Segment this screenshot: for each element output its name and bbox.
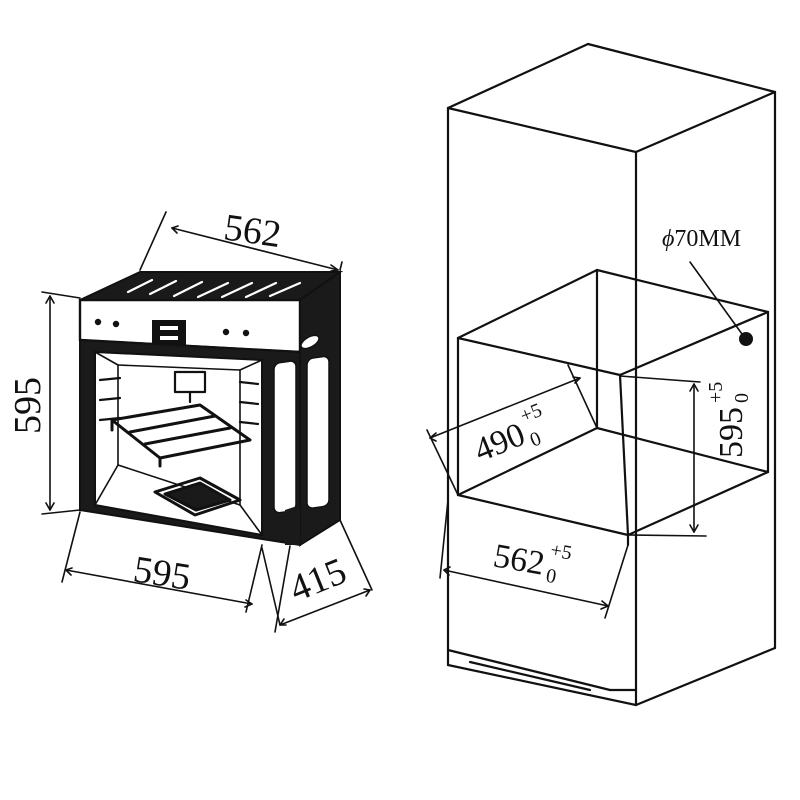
oven-height-label: 595 xyxy=(7,377,49,434)
svg-text:490: 490 xyxy=(469,416,530,469)
hole-diameter-label: ϕ70MM xyxy=(662,226,741,252)
cabinet-depth-label: 490 +5 0 xyxy=(469,399,545,469)
cabinet-dimension-lines xyxy=(426,261,743,619)
oven-knobs xyxy=(94,318,250,337)
svg-text:0: 0 xyxy=(527,427,545,451)
oven-top-panel xyxy=(79,271,344,301)
svg-text:+5: +5 xyxy=(549,539,574,564)
ventilation-hole-icon xyxy=(739,332,753,346)
oven-width-front-label: 595 xyxy=(131,548,194,598)
svg-text:+5: +5 xyxy=(705,382,727,403)
oven-drawing xyxy=(78,270,344,547)
oven-wire-rack xyxy=(110,403,252,468)
cabinet-height-label: 595 +5 0 xyxy=(705,382,753,458)
svg-text:+5: +5 xyxy=(517,399,545,427)
oven-dimension-lines xyxy=(41,211,373,633)
svg-text:0: 0 xyxy=(544,565,558,588)
svg-text:0: 0 xyxy=(731,393,753,403)
svg-text:562: 562 xyxy=(491,537,548,582)
oven-side-recesses xyxy=(273,334,330,514)
svg-text:595: 595 xyxy=(713,407,750,458)
oven-vent-slots xyxy=(126,278,302,299)
oven-width-top-label: 562 xyxy=(221,206,283,256)
cabinet-width-label: 562 +5 0 xyxy=(491,537,574,588)
oven-baking-tray xyxy=(153,476,242,517)
cabinet-drawing xyxy=(446,42,777,707)
